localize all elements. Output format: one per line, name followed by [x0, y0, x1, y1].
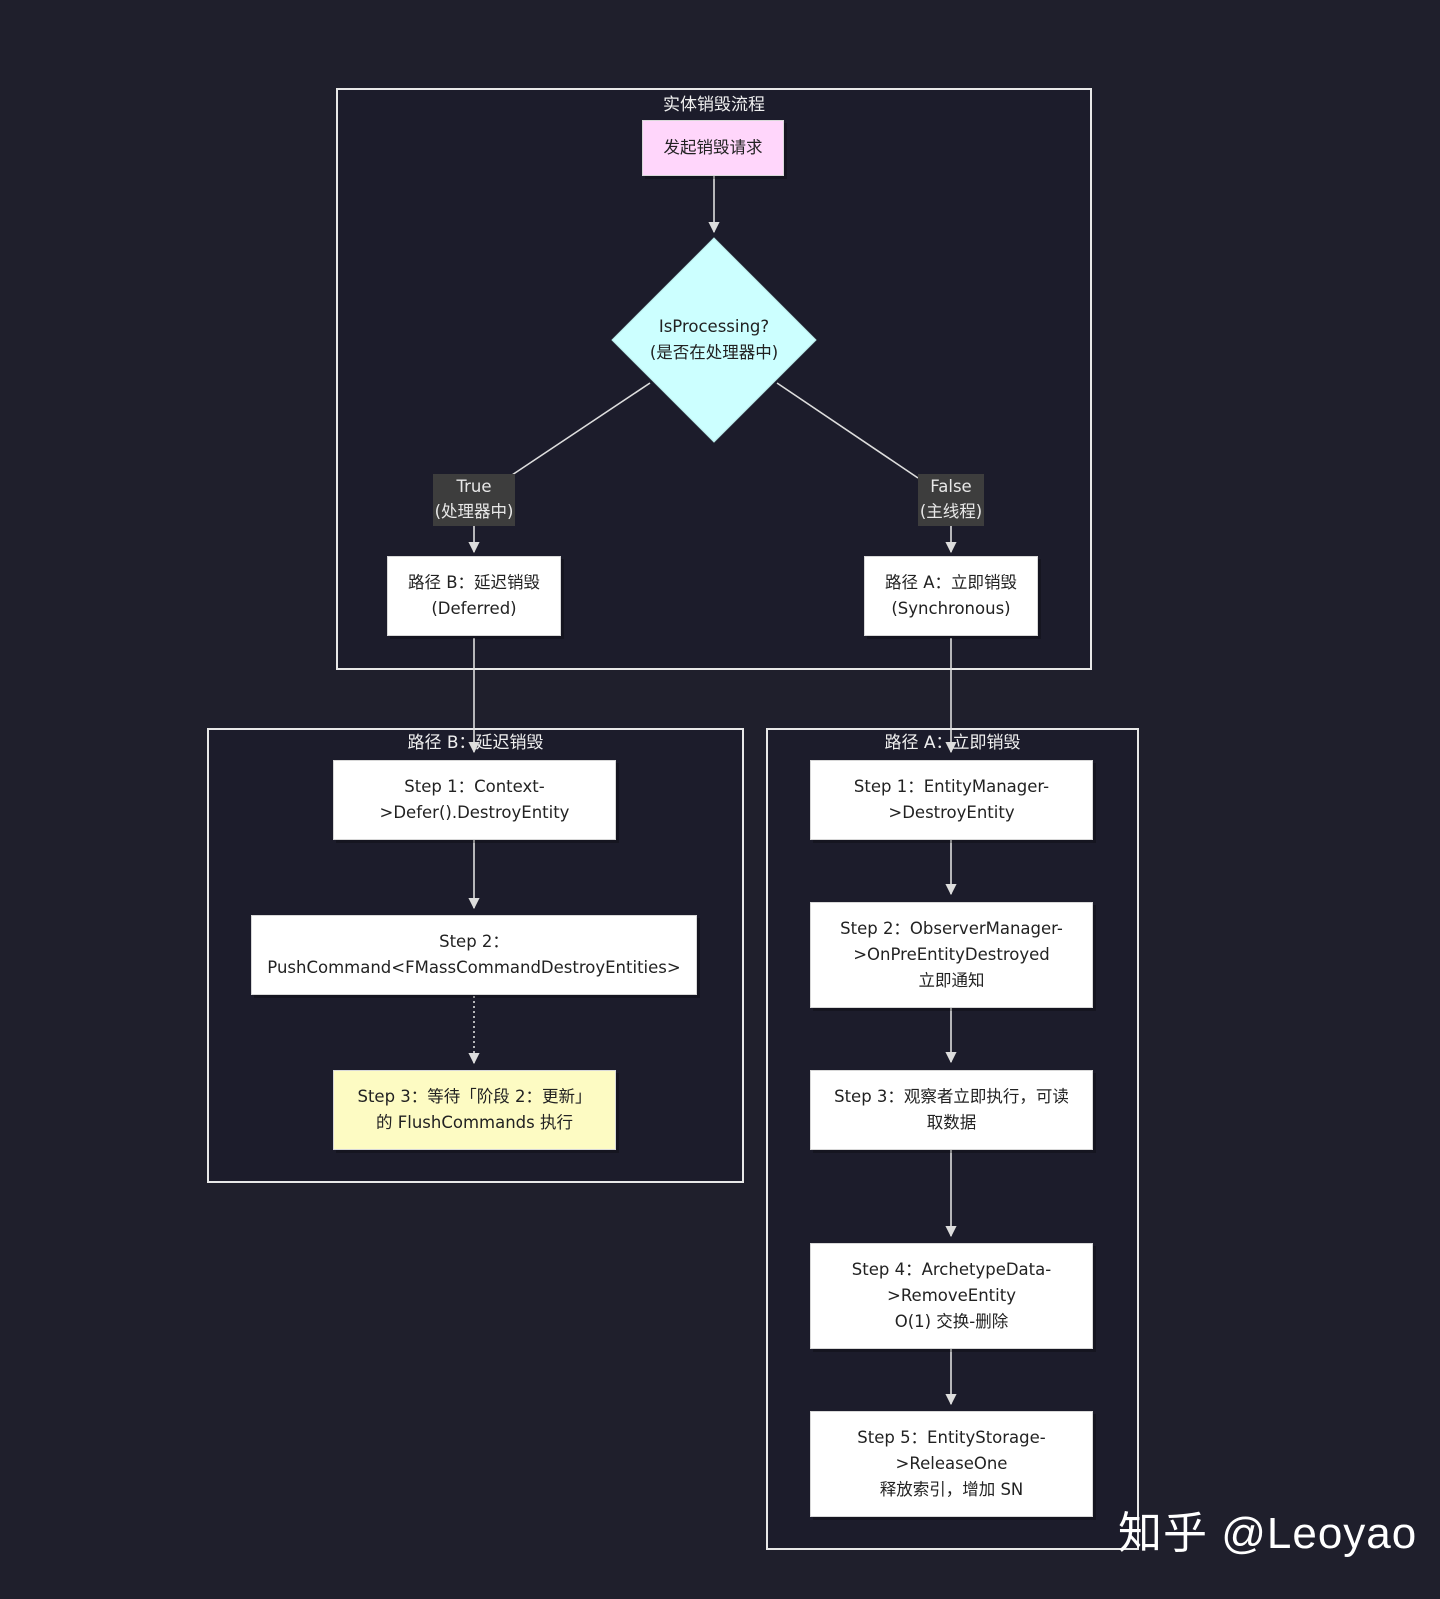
node-b-step2: Step 2： PushCommand<FMassCommandDestroyE…	[251, 915, 697, 995]
edge-decision-to-false	[776, 382, 919, 479]
node-b-step3: Step 3：等待「阶段 2：更新」 的 FlushCommands 执行	[333, 1070, 616, 1150]
node-path-a-synchronous: 路径 A：立即销毁 (Synchronous)	[864, 556, 1038, 636]
cluster-title-main: 实体销毁流程	[663, 95, 765, 115]
edge-label-true: True (处理器中)	[433, 474, 515, 526]
node-start-destroy-request: 发起销毁请求	[642, 120, 784, 176]
watermark-zhihu-leoyao: 知乎 @Leoyao	[1118, 1509, 1418, 1558]
edge-label-false: False (主线程)	[918, 474, 984, 526]
node-a-step4: Step 4：ArchetypeData- >RemoveEntity O(1)…	[810, 1243, 1093, 1349]
decision-diamond	[611, 237, 817, 443]
node-path-b-deferred: 路径 B：延迟销毁 (Deferred)	[387, 556, 561, 636]
node-a-step1: Step 1：EntityManager- >DestroyEntity	[810, 760, 1093, 840]
edge-decision-to-true	[511, 382, 651, 476]
node-a-step5: Step 5：EntityStorage- >ReleaseOne 释放索引，增…	[810, 1411, 1093, 1517]
decision-label: IsProcessing? (是否在处理器中)	[649, 317, 779, 362]
node-b-step1: Step 1：Context- >Defer().DestroyEntity	[333, 760, 616, 840]
node-a-step2: Step 2：ObserverManager- >OnPreEntityDest…	[810, 902, 1093, 1008]
node-a-step3: Step 3：观察者立即执行，可读 取数据	[810, 1070, 1093, 1150]
